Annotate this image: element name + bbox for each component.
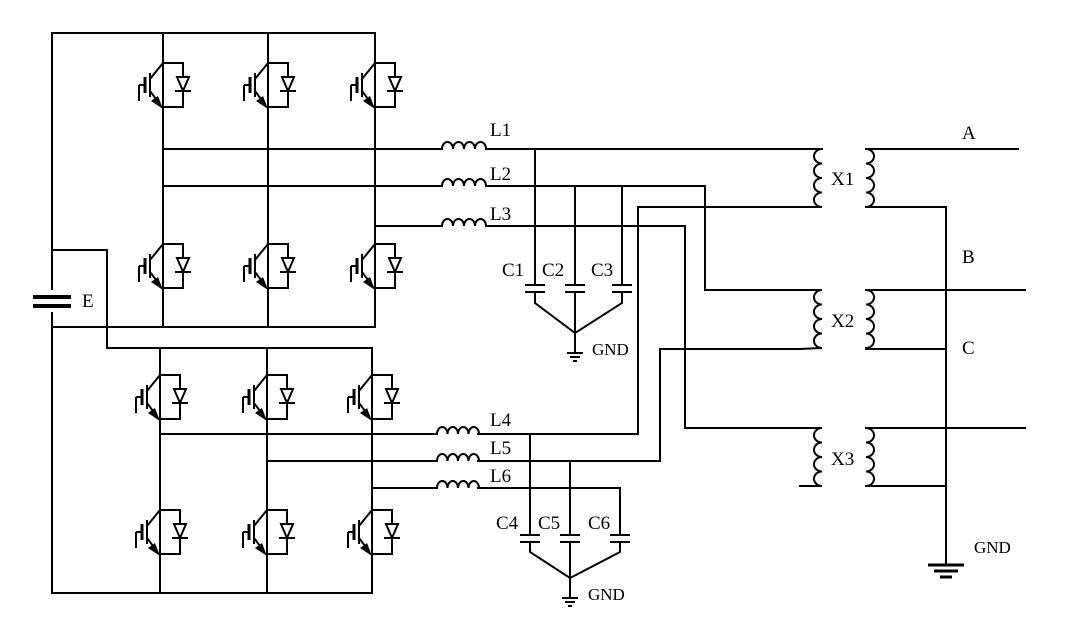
- igbt-switch: [241, 363, 296, 431]
- label-l4: L4: [490, 410, 512, 431]
- secondary-wiring: [865, 148, 1026, 579]
- label-phase-b: B: [962, 247, 975, 268]
- label-x2: X2: [831, 311, 854, 332]
- label-l2: L2: [490, 164, 511, 185]
- lower-filter-capacitors: [519, 433, 631, 607]
- transformer-x3: [799, 426, 875, 488]
- label-c6: C6: [588, 513, 610, 534]
- capacitor-c2: [564, 284, 586, 293]
- inductor-l4: [435, 426, 481, 436]
- dc-bus-wiring: [51, 32, 376, 594]
- label-c5: C5: [538, 513, 560, 534]
- label-c2: C2: [542, 260, 564, 281]
- igbt-switch: [134, 498, 189, 566]
- transformer-x2: [798, 288, 875, 351]
- label-c3: C3: [591, 260, 613, 281]
- label-l3: L3: [490, 204, 511, 225]
- label-phase-a: A: [962, 123, 976, 144]
- label-phase-c: C: [962, 338, 975, 359]
- igbt-switch: [134, 363, 189, 431]
- capacitor-c5: [559, 534, 581, 543]
- igbt-switch: [346, 498, 401, 566]
- labels: E L1 L2 L3 L4 L5 L6 C1 C2 C3 C4 C5 C6 X1…: [82, 120, 1011, 604]
- label-x3: X3: [831, 449, 854, 470]
- label-x1: X1: [831, 169, 854, 190]
- label-gnd-upper-caps: GND: [592, 340, 629, 359]
- lower-inverter-bridge: [134, 347, 401, 594]
- label-l1: L1: [490, 120, 511, 141]
- igbt-switch: [346, 363, 401, 431]
- lower-output-wiring: [159, 206, 801, 489]
- label-e: E: [82, 291, 94, 312]
- upper-inverter-bridge: [137, 32, 404, 328]
- igbt-switch: [349, 51, 404, 119]
- upper-output-wiring: [162, 148, 823, 429]
- igbt-switch: [349, 232, 404, 300]
- inductor-l1: [440, 141, 488, 151]
- transformer-x1: [799, 147, 875, 209]
- upper-filter-capacitors: [524, 148, 633, 362]
- capacitor-c1: [524, 284, 546, 293]
- transformers: [798, 147, 875, 488]
- capacitor-c3: [611, 284, 633, 293]
- igbt-switch: [242, 232, 297, 300]
- capacitor-c4: [519, 534, 541, 543]
- igbt-switch: [137, 51, 192, 119]
- label-gnd-lower-caps: GND: [588, 585, 625, 604]
- inductor-l6: [435, 480, 481, 490]
- dc-source-capacitor: [33, 290, 71, 312]
- label-c4: C4: [496, 513, 519, 534]
- igbt-switch: [137, 232, 192, 300]
- capacitor-c6: [609, 534, 631, 543]
- label-l6: L6: [490, 466, 511, 487]
- inductor-l3: [440, 218, 488, 228]
- label-gnd-output: GND: [974, 538, 1011, 557]
- igbt-switch: [242, 51, 297, 119]
- igbt-switch: [241, 498, 296, 566]
- inductor-l2: [440, 178, 488, 188]
- inductor-l5: [435, 453, 481, 463]
- label-c1: C1: [502, 260, 524, 281]
- label-l5: L5: [490, 438, 511, 459]
- inductors: [435, 141, 488, 490]
